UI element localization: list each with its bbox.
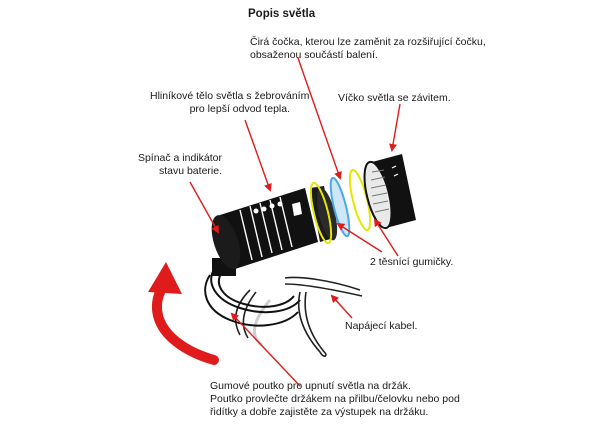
threaded-cap bbox=[363, 154, 416, 230]
leader-cap bbox=[389, 103, 401, 152]
label-switch: Spínač a indikátor stavu baterie. bbox=[137, 152, 222, 177]
power-cable bbox=[234, 276, 363, 357]
leader-strap bbox=[230, 312, 301, 387]
leader-cable bbox=[330, 294, 353, 319]
leader-switch bbox=[189, 181, 219, 234]
rotation-arrow bbox=[148, 262, 219, 365]
leader-oring-2 bbox=[373, 218, 399, 257]
leader-lens bbox=[297, 57, 342, 180]
rubber-strap bbox=[204, 258, 301, 327]
leader-lines bbox=[189, 57, 401, 387]
leader-oring-1 bbox=[336, 222, 383, 253]
label-body: Hliníkové tělo světla s žebrováním pro l… bbox=[150, 90, 310, 115]
label-orings: 2 těsnící gumičky. bbox=[370, 256, 454, 268]
leader-body bbox=[244, 119, 272, 192]
clear-lens bbox=[329, 176, 351, 238]
light-body bbox=[211, 186, 338, 270]
label-lens: Čirá čočka, kterou lze zaměnit za rozšiř… bbox=[250, 36, 486, 61]
diagram-title: Popis světla bbox=[248, 8, 316, 20]
o-ring-1 bbox=[309, 181, 333, 245]
label-strap: Gumové poutko pro upnutí světla na držák… bbox=[210, 380, 460, 418]
label-cable: Napájecí kabel. bbox=[345, 320, 418, 332]
label-cap: Víčko světla se závitem. bbox=[338, 92, 451, 104]
